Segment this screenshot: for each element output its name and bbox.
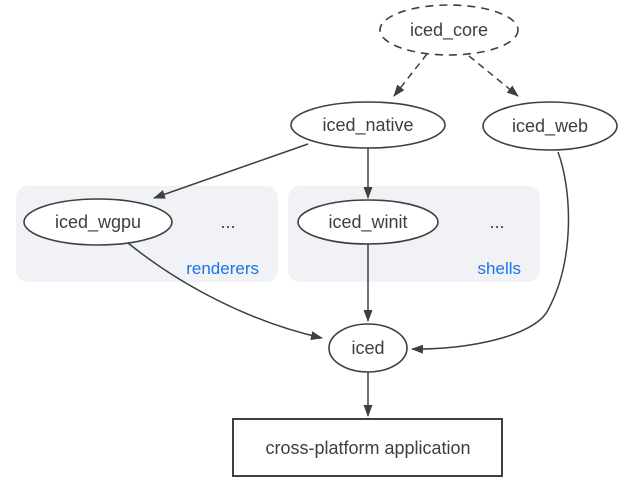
node-iced-web <box>482 101 618 151</box>
edge-iced-core-to-iced-web <box>468 55 519 97</box>
node-iced-core <box>379 4 519 56</box>
node-cross-platform-application-label: cross-platform application <box>265 438 470 458</box>
node-iced-wgpu <box>23 198 173 246</box>
node-iced-winit-label: iced_winit <box>328 212 407 233</box>
node-iced-web-label: iced_web <box>512 116 588 137</box>
edge-iced-web-to-iced <box>411 151 570 354</box>
edge-iced-native-to-iced-wgpu <box>153 143 309 199</box>
group-renderers-ellipsis-label: ... <box>220 212 235 232</box>
group-shells-ellipsis-label: ... <box>489 212 504 232</box>
node-iced-native-label: iced_native <box>322 115 413 136</box>
node-iced <box>328 323 408 373</box>
group-renderers-label: renderers <box>186 259 259 278</box>
node-iced-core-label: iced_core <box>410 20 488 41</box>
node-cross-platform-application <box>232 418 503 477</box>
node-iced-winit <box>297 199 439 245</box>
edge-iced-core-to-iced-native <box>393 53 428 97</box>
edge-iced-wgpu-to-iced <box>127 242 323 341</box>
node-iced-wgpu-label: iced_wgpu <box>55 212 141 233</box>
group-shells-label: shells <box>478 259 521 278</box>
node-iced-native <box>290 101 446 149</box>
node-iced-label: iced <box>351 338 384 358</box>
